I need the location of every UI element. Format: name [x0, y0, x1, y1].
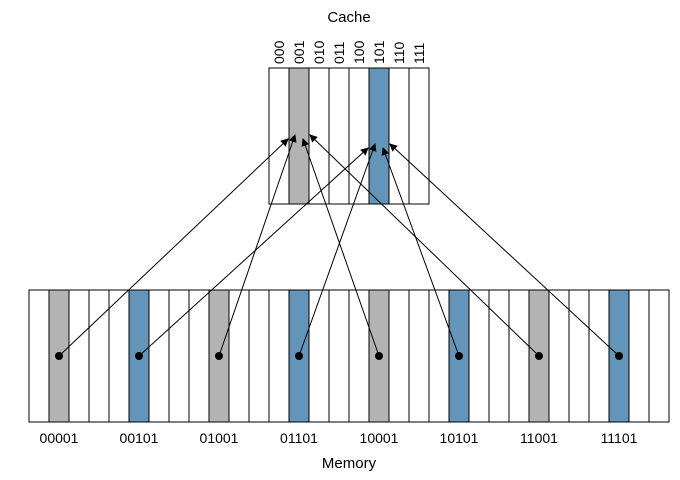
memory-title: Memory — [322, 455, 377, 472]
memory-block-empty — [88, 289, 110, 423]
memory-block-empty — [68, 289, 90, 423]
memory-address-label: 10101 — [440, 430, 479, 446]
memory-block-empty — [168, 289, 190, 423]
mapping-arrow — [309, 134, 540, 357]
memory-block-empty — [348, 289, 370, 423]
cache-block — [268, 67, 430, 205]
memory-block-empty — [508, 289, 530, 423]
mapping-arrow — [298, 143, 377, 357]
memory-block-empty — [388, 289, 410, 423]
memory-block-empty — [488, 289, 510, 423]
memory-address-label: 00001 — [40, 430, 79, 446]
memory-address-label: 01101 — [280, 430, 318, 446]
memory-block-empty — [628, 289, 650, 423]
memory-block-empty — [468, 289, 490, 423]
cache-index-label: 000 — [271, 40, 287, 64]
memory-block-empty — [588, 289, 610, 423]
memory-block-empty — [228, 289, 250, 423]
cache-index-label: 001 — [291, 40, 307, 64]
memory-address-labels: 00001 00101 01001 01101 10001 10101 11001 11101 — [40, 430, 638, 446]
memory-block-empty — [548, 289, 570, 423]
mapping-arrow — [58, 138, 289, 357]
cache-line-110 — [388, 67, 410, 205]
mapping-arrow — [301, 138, 380, 357]
memory-block-empty — [328, 289, 350, 423]
cache-line-001 — [288, 67, 310, 205]
cache-index-label: 011 — [331, 41, 347, 64]
memory-block-empty — [108, 289, 130, 423]
mapping-arrow — [381, 147, 460, 357]
memory-address-label: 10001 — [360, 430, 399, 446]
memory-address-label: 11101 — [601, 430, 638, 446]
mapping-arrows — [55, 134, 623, 360]
cache-line-000 — [268, 67, 290, 205]
memory-block-empty — [248, 289, 270, 423]
mapping-arrow — [218, 134, 297, 357]
memory-block-empty — [268, 289, 290, 423]
memory-block-empty — [308, 289, 330, 423]
cache-line-100 — [348, 67, 370, 205]
cache-line-011 — [328, 67, 350, 205]
mapping-arrow — [138, 147, 369, 357]
cache-line-111 — [408, 67, 430, 205]
memory-block-empty — [568, 289, 590, 423]
memory-block — [28, 289, 670, 423]
memory-block-empty — [28, 289, 50, 423]
cache-index-label: 110 — [391, 41, 407, 64]
memory-block-empty — [648, 289, 670, 423]
cache-line-101 — [368, 67, 390, 205]
memory-block-empty — [148, 289, 170, 423]
cache-index-label: 010 — [311, 40, 327, 64]
memory-block-empty — [428, 289, 450, 423]
mapping-arrow — [389, 143, 620, 357]
cache-index-label: 111 — [411, 43, 427, 64]
memory-address-label: 11001 — [520, 430, 558, 446]
cache-index-label: 100 — [351, 40, 367, 64]
cache-title: Cache — [327, 9, 370, 26]
cache-index-label: 101 — [371, 40, 387, 64]
memory-block-empty — [188, 289, 210, 423]
memory-address-label: 00101 — [120, 430, 159, 446]
memory-block-empty — [408, 289, 430, 423]
memory-address-label: 01001 — [200, 430, 239, 446]
